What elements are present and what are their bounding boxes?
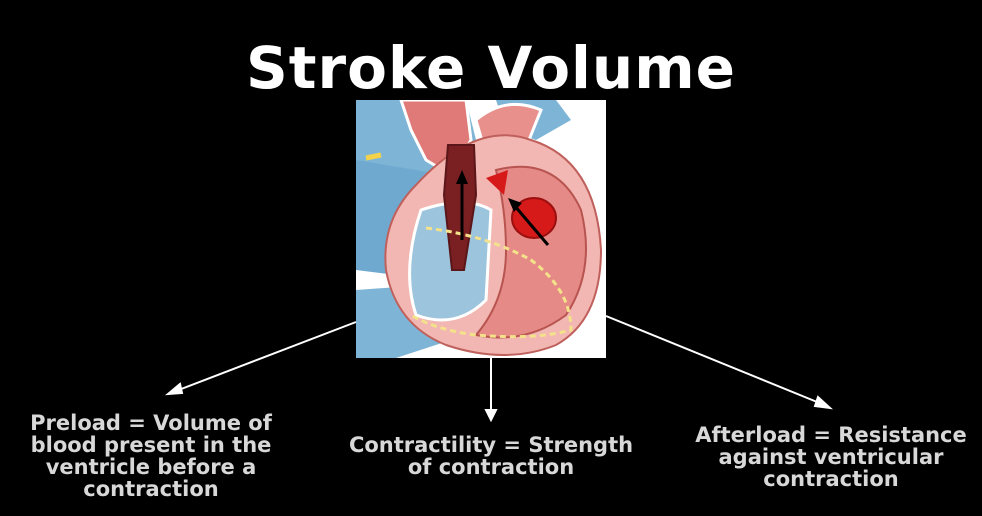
afterload-line: Afterload = Resistance	[695, 423, 967, 447]
preload-line: contraction	[83, 477, 219, 501]
heart-illustration	[356, 100, 606, 358]
afterload-line: contraction	[763, 467, 899, 491]
arrow-to-preload	[175, 321, 357, 392]
afterload-line: against ventricular	[718, 445, 944, 469]
contractility-line: of contraction	[407, 455, 575, 479]
preload-line: Preload = Volume of	[30, 411, 272, 435]
arrow-to-afterload	[605, 315, 823, 405]
afterload-label: Afterload = Resistance against ventricul…	[690, 424, 972, 490]
contractility-label: Contractility = Strength of contraction	[348, 434, 634, 478]
preload-label: Preload = Volume of blood present in the…	[20, 412, 282, 500]
page-title: Stroke Volume	[246, 34, 736, 102]
contractility-line: Contractility = Strength	[348, 433, 634, 457]
preload-line: ventricle before a	[45, 455, 257, 479]
preload-line: blood present in the	[30, 433, 272, 457]
